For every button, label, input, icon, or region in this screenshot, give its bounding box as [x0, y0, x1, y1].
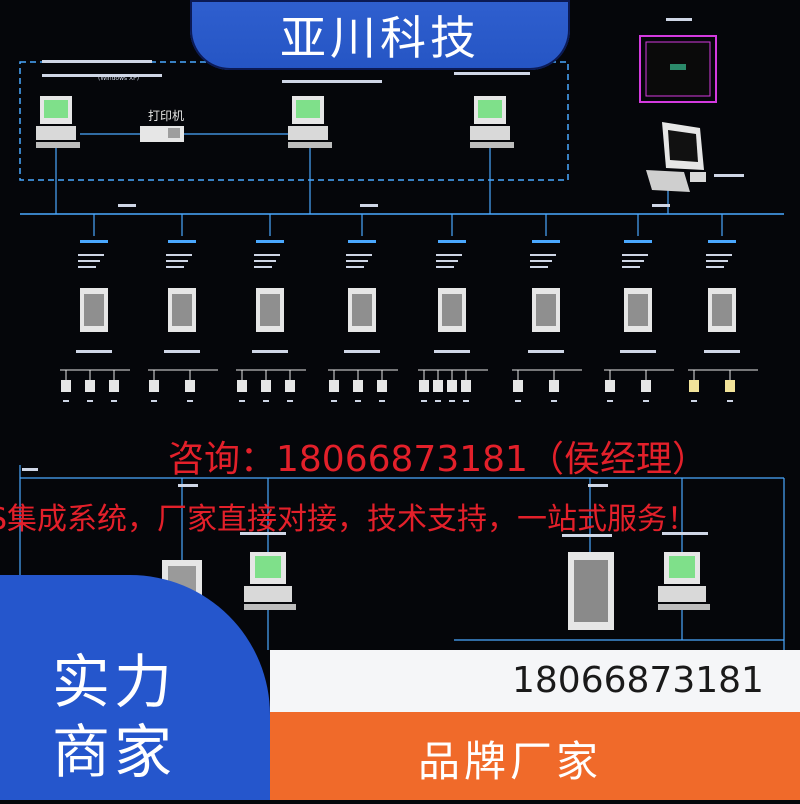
monitoring-workstation: [646, 122, 744, 192]
field-device: [61, 380, 71, 392]
subsystem-1: [60, 214, 130, 402]
field-device: [237, 380, 247, 392]
field-device: [185, 380, 195, 392]
workstation-1: [36, 96, 80, 148]
slogan-text: S集成系统，厂家直接对接，技术支持，一站式服务！: [0, 502, 698, 537]
subsystem-6: [512, 214, 582, 402]
subsystem-3: [236, 214, 306, 402]
phone-number: 18066873181: [512, 660, 764, 701]
field-device: [261, 380, 271, 392]
field-device: [419, 380, 429, 392]
subsystem-row: [60, 214, 758, 402]
brand-strip: [270, 712, 800, 800]
field-device: [285, 380, 295, 392]
field-device: [461, 380, 471, 392]
lower-right-server: [562, 478, 614, 630]
field-device: [447, 380, 457, 392]
subsystem-7: [604, 214, 674, 402]
field-device: [689, 380, 699, 392]
field-device: [549, 380, 559, 392]
field-device: [605, 380, 615, 392]
subsystem-5: [418, 214, 488, 402]
field-device: [85, 380, 95, 392]
lower-left-workstation: [240, 478, 296, 650]
printer-device: [80, 126, 184, 142]
phone-strip: [270, 650, 800, 712]
field-device: [725, 380, 735, 392]
field-device: [353, 380, 363, 392]
workstation-2: [288, 96, 332, 148]
badge-line-2: 商家: [52, 718, 177, 786]
badge-line-1: 实力: [52, 648, 177, 716]
lower-right-workstation: [658, 478, 710, 640]
field-device: [149, 380, 159, 392]
workstation-drops: [55, 148, 669, 214]
printer-label: 打印机: [148, 109, 184, 123]
field-device: [513, 380, 523, 392]
workstation-3: [470, 96, 514, 148]
large-display: [639, 18, 717, 103]
field-device: [641, 380, 651, 392]
company-name: 亚川科技: [280, 11, 480, 65]
field-device: [109, 380, 119, 392]
contact-text: 咨询：18066873181（侯经理）: [168, 439, 708, 480]
field-device: [329, 380, 339, 392]
field-device: [377, 380, 387, 392]
subsystem-8: [688, 214, 758, 402]
company-banner: 亚川科技: [190, 0, 570, 70]
field-device: [433, 380, 443, 392]
brand-label: 品牌厂家: [418, 737, 603, 786]
subsystem-4: [328, 214, 398, 402]
os-label: (Windows XP): [98, 75, 139, 82]
strength-badge: 实力 商家: [0, 575, 270, 800]
bus-labels: [118, 204, 670, 207]
subsystem-2: [148, 214, 218, 402]
